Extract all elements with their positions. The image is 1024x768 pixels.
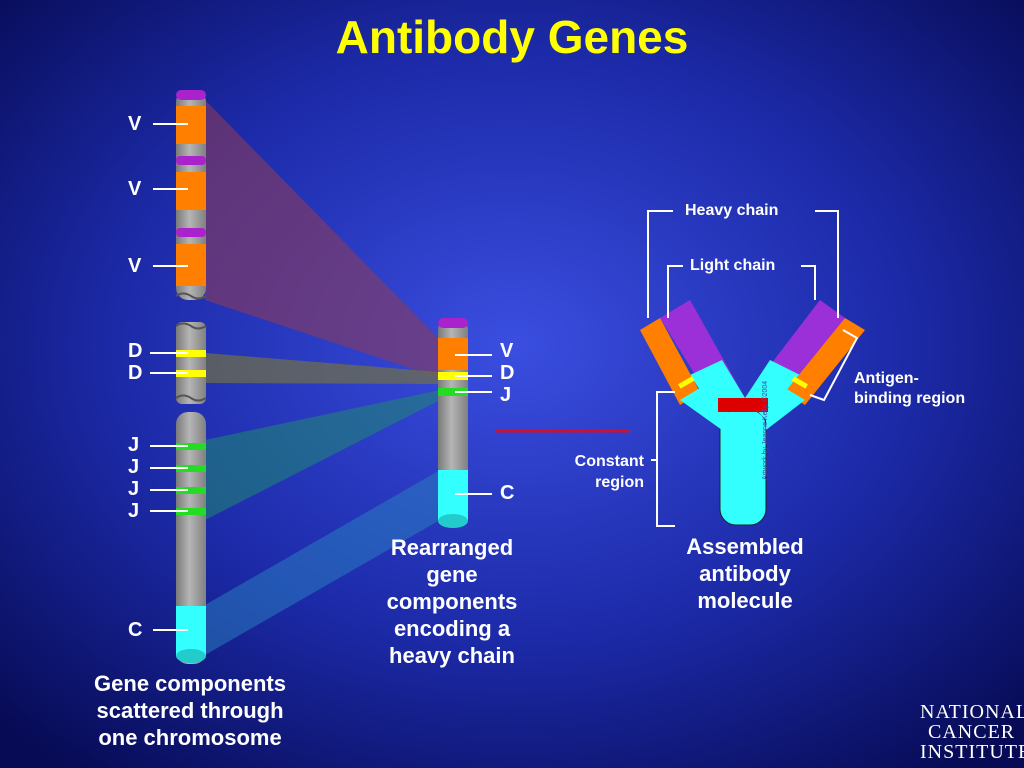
d-segment-2 [176,370,206,377]
caption-scattered-line-3: one chromosome [98,725,282,750]
rearranged-gene [438,318,468,528]
heavy-chain-label: Heavy chain [685,202,779,219]
hinge-region [718,398,768,412]
rearranged-d [438,372,468,380]
chromosome-label-ticks [150,123,188,631]
right-light-constant [766,388,805,430]
left-light-constant [680,388,725,430]
light-chain-label: Light chain [690,257,776,274]
label-v-1: V [128,113,142,135]
logo-line-2: CANCER [928,721,1016,743]
caption-rearranged-line-2: gene [426,562,478,587]
label-j-3: J [128,478,140,500]
rearranged-j [438,388,468,396]
c-segment-cap [176,649,206,663]
artwork-credit: Artwork by Jeanne Kelly. ©2004 [762,380,769,480]
j-segment-2 [176,465,206,472]
left-j-band [678,376,695,389]
logo-line-3: INSTITUTE [920,741,1024,763]
antigen-binding-label: Antigen- binding region [854,369,965,409]
rearranged-c-cap [438,514,468,528]
break-wave-2 [175,322,207,330]
label-j-4: J [128,500,140,522]
nci-logo: NATIONAL CANCER INSTITUTE [920,702,1024,762]
purple-band-1 [176,156,206,165]
label-d-2: D [128,362,143,384]
label-v-3: V [128,255,142,277]
caption-rearranged-line-3: components [386,589,518,614]
page-title: Antibody Genes [335,11,689,63]
constant-region-label: Constant region [552,451,644,493]
v-projection [205,100,440,378]
caption-assembled-line-3: molecule [697,588,793,613]
caption-scattered-line-2: scattered through [96,698,284,723]
rearranged-label-ticks [455,354,492,495]
d-segment-1 [176,350,206,357]
antigen-binding-line-2: binding region [854,390,966,407]
antibody-molecule [640,300,865,526]
c-projection [205,470,440,655]
constant-region-line-1: Constant [574,453,644,470]
break-wave-3 [175,394,207,402]
right-j-band [791,376,808,389]
constant-region-line-2: region [595,474,644,491]
caption-rearranged: Rearranged gene components encoding a he… [362,534,542,669]
j-segment-4 [176,508,206,515]
j-segment-1 [176,443,206,450]
caption-rearranged-line-1: Rearranged [390,535,514,560]
rearranged-label-c: C [500,482,515,504]
rearranged-label-j: J [500,384,512,406]
antigen-binding-line-1: Antigen- [854,370,919,387]
label-v-2: V [128,178,142,200]
label-c: C [128,619,143,641]
chromosome-lower-arm [176,412,206,664]
logo-line-1: NATIONAL [920,701,1024,723]
chromosome [175,90,207,664]
caption-assembled-line-2: antibody [699,561,791,586]
break-wave-1 [175,292,207,300]
v-segment-2 [176,172,206,210]
caption-assembled: Assembled antibody molecule [655,533,835,614]
antibody-brackets [647,210,859,527]
j-projection [205,390,440,520]
caption-rearranged-line-4: encoding a [393,616,511,641]
d-projection [205,353,440,384]
chromosome-middle-arm [176,322,206,404]
chromosome-cap-band [176,90,206,100]
label-j-2: J [128,456,140,478]
rearranged-label-v: V [500,340,514,362]
purple-band-2 [176,228,206,237]
antibody-stem [719,409,767,526]
label-j-1: J [128,434,140,456]
caption-rearranged-line-5: heavy chain [389,643,515,668]
label-d-1: D [128,340,143,362]
rearranged-cap-band [438,318,468,328]
j-segment-3 [176,487,206,494]
caption-scattered-line-1: Gene components [94,671,286,696]
caption-scattered: Gene components scattered through one ch… [60,670,320,751]
rearranged-label-d: D [500,362,515,384]
caption-assembled-line-1: Assembled [686,534,804,559]
